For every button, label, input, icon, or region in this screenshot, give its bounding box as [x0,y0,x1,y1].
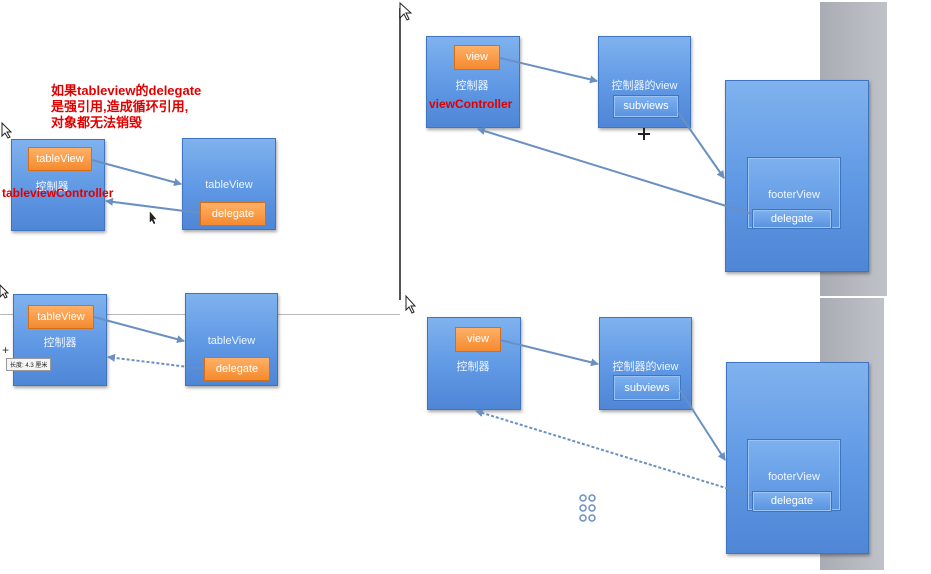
move-cursor-icon [638,128,650,140]
delegate-box-bottom-right: delegate [753,492,831,511]
controller-label-bottom-right: 控制器 [456,361,490,373]
measure-tooltip: 长度: 4.3 厘米 [6,358,52,371]
cursor-icon [405,294,417,314]
annotation-line-2: 是强引用,造成循环引用, [51,99,189,114]
tableview-tag: tableView [28,147,92,171]
arrow-subviews-to-footer [677,111,725,179]
dashed-delegate-to-controller-bottom [475,409,753,497]
arrow-view-to-controller-view-bottom [499,339,599,367]
footerview-label-bottom: footerView [768,471,820,483]
cursor-icon [0,284,10,299]
grip-dots-icon [579,494,596,522]
cursor-icon [399,1,413,21]
footerview-label: footerView [768,189,820,201]
view-tag: view [454,45,500,70]
vertical-divider [399,8,401,300]
delegate-box-top-right: delegate [753,210,831,228]
delegate-tag: delegate [200,202,266,226]
delegate-tag-bottom: delegate [204,357,270,381]
arrow-view-to-controller-view [499,57,598,84]
controller-view-label-bottom: 控制器的view [612,361,679,373]
arrow-delegate-to-viewcontroller [477,127,753,215]
subviews-box: subviews [614,96,678,117]
cursor-icon [1,121,13,139]
tableview-box-label: tableView [205,179,253,191]
controller-label-top-right: 控制器 [455,80,489,92]
annotation-line-1: 如果tableview的delegate [51,83,202,98]
controller-label: 控制器 [35,181,69,193]
controller-view-label: 控制器的view [611,80,678,92]
controller-label-bottom-left: 控制器 [43,337,77,349]
tableviewcontroller-label: tableviewController [2,186,114,200]
arrow-tableview-to-box [91,159,182,187]
dashed-weak-delegate-arrow [107,353,205,370]
cursor-icon [149,211,157,225]
subviews-box-bottom: subviews [614,376,680,400]
crosshair-icon: + [2,343,9,357]
viewcontroller-label: viewController [429,97,513,111]
arrow-delegate-to-controller [105,197,201,214]
tableview-tag-bottom: tableView [28,305,94,329]
arrow-tableview-to-box-bottom [93,316,185,344]
annotation-line-3: 对象都无法销毁 [51,115,143,130]
arrow-subviews-to-footer-bottom [679,389,726,461]
tableview-box-label-bottom: tableView [207,335,256,347]
